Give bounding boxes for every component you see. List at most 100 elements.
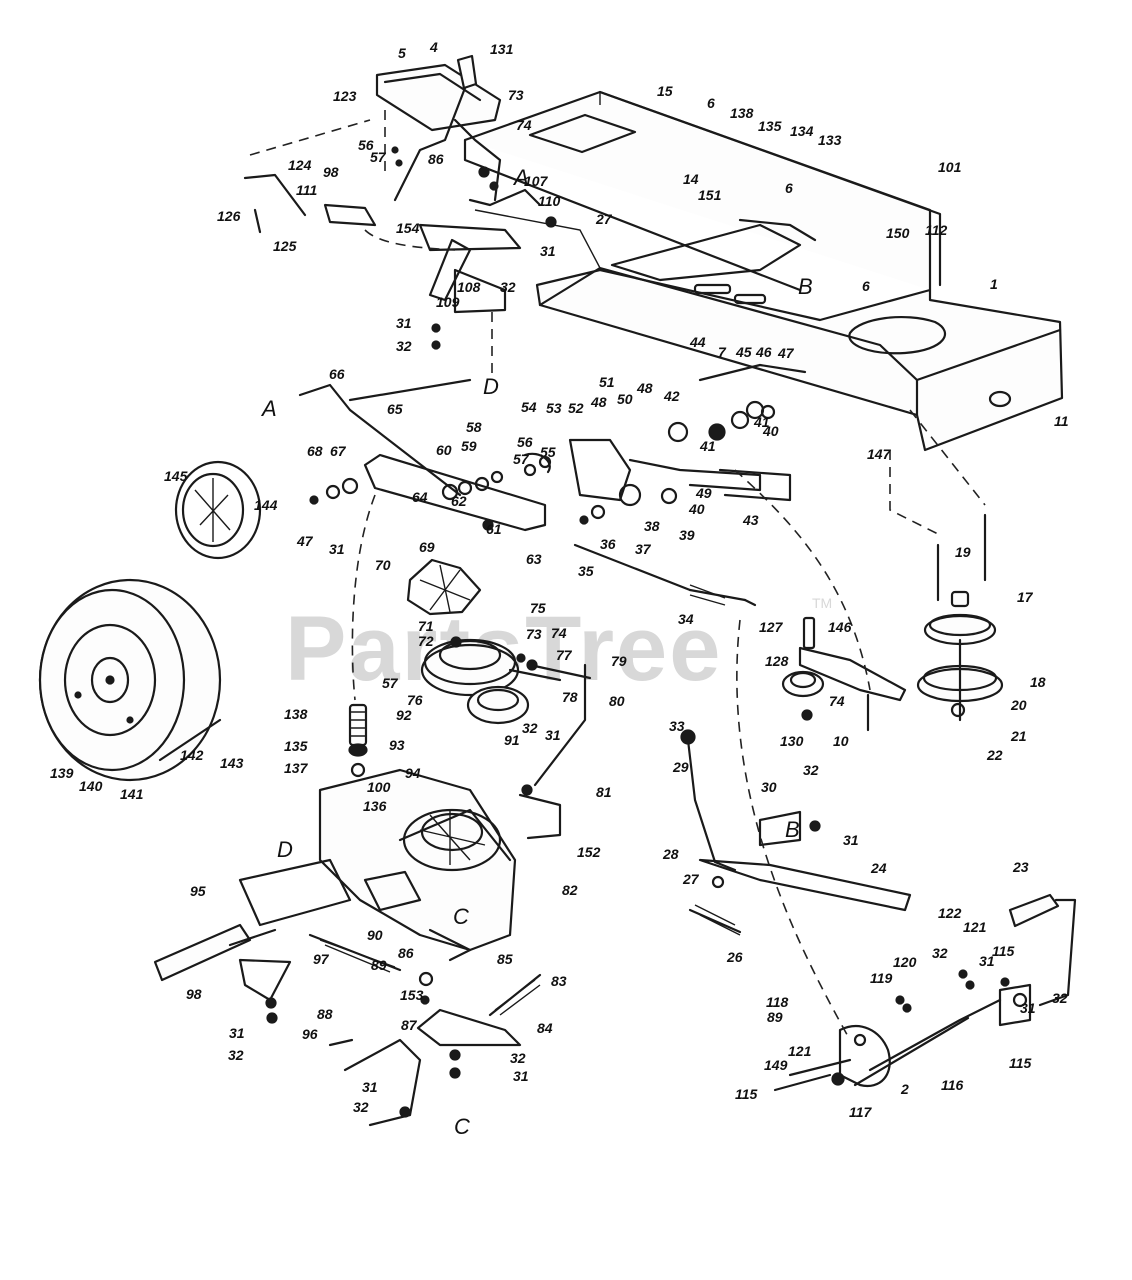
part-callout-115: 115 <box>1009 1055 1032 1071</box>
part-callout-31: 31 <box>979 953 995 969</box>
part-callout-145: 145 <box>164 468 188 484</box>
engine-pulley-assembly <box>781 409 1004 732</box>
part-callout-72: 72 <box>418 633 434 649</box>
reference-letter-C: C <box>453 904 469 929</box>
part-callout-100: 100 <box>367 779 391 795</box>
rear-wheel <box>38 460 262 782</box>
part-callout-39: 39 <box>679 527 695 543</box>
part-callout-40: 40 <box>688 501 705 517</box>
part-callout-41: 41 <box>699 438 716 454</box>
part-callout-46: 46 <box>755 344 772 360</box>
part-callout-32: 32 <box>396 338 412 354</box>
reference-letter-A: A <box>260 396 277 421</box>
part-callout-41: 41 <box>753 414 770 430</box>
part-callout-115: 115 <box>735 1086 758 1102</box>
part-callout-63: 63 <box>526 551 542 567</box>
part-callout-38: 38 <box>644 518 660 534</box>
part-callout-27: 27 <box>595 211 613 227</box>
part-callout-31: 31 <box>540 243 556 259</box>
part-callout-6: 6 <box>785 180 793 196</box>
part-callout-135: 135 <box>758 118 782 134</box>
part-callout-116: 116 <box>941 1077 964 1093</box>
part-callout-150: 150 <box>886 225 910 241</box>
part-callout-76: 76 <box>407 692 423 708</box>
part-callout-138: 138 <box>284 706 308 722</box>
part-callout-98: 98 <box>323 164 339 180</box>
part-callout-141: 141 <box>120 786 144 802</box>
part-callout-147: 147 <box>867 446 892 462</box>
part-callout-120: 120 <box>893 954 917 970</box>
part-callout-32: 32 <box>500 279 516 295</box>
part-callout-47: 47 <box>296 533 314 549</box>
part-callout-86: 86 <box>398 945 414 961</box>
part-callout-74: 74 <box>516 117 532 133</box>
part-callout-154: 154 <box>396 220 420 236</box>
part-callout-101: 101 <box>938 159 962 175</box>
part-callout-81: 81 <box>596 784 612 800</box>
part-callout-28: 28 <box>662 846 679 862</box>
part-callout-115: 115 <box>992 943 1015 959</box>
part-callout-122: 122 <box>938 905 962 921</box>
part-callout-73: 73 <box>508 87 524 103</box>
part-callout-139: 139 <box>50 765 74 781</box>
part-callout-68: 68 <box>307 443 323 459</box>
part-callout-75: 75 <box>530 600 546 616</box>
part-callout-121: 121 <box>788 1043 812 1059</box>
part-callout-60: 60 <box>436 442 452 458</box>
part-callout-70: 70 <box>375 557 391 573</box>
part-callout-36: 36 <box>600 536 616 552</box>
part-callout-137: 137 <box>284 760 309 776</box>
part-callout-62: 62 <box>451 493 467 509</box>
reference-letter-B: B <box>785 817 800 842</box>
part-callout-58: 58 <box>466 419 482 435</box>
part-callout-94: 94 <box>405 765 421 781</box>
part-callout-5: 5 <box>398 45 406 61</box>
part-callout-47: 47 <box>777 345 795 361</box>
transaxle-assembly <box>153 703 562 1127</box>
part-callout-57: 57 <box>382 675 399 691</box>
part-callout-22: 22 <box>986 747 1003 763</box>
part-callout-88: 88 <box>317 1006 333 1022</box>
part-callout-117: 117 <box>849 1104 873 1120</box>
part-callout-33: 33 <box>669 718 685 734</box>
part-callout-69: 69 <box>419 539 435 555</box>
part-callout-10: 10 <box>833 733 849 749</box>
part-callout-45: 45 <box>735 344 752 360</box>
part-callout-54: 54 <box>521 399 537 415</box>
part-callout-43: 43 <box>742 512 759 528</box>
control-arm-assembly <box>298 383 547 532</box>
part-callout-32: 32 <box>803 762 819 778</box>
part-callout-67: 67 <box>330 443 347 459</box>
part-callout-131: 131 <box>490 41 514 57</box>
part-callout-48: 48 <box>590 394 607 410</box>
part-callout-31: 31 <box>362 1079 378 1095</box>
part-callout-29: 29 <box>672 759 689 775</box>
part-callout-61: 61 <box>486 521 502 537</box>
part-callout-91: 91 <box>504 732 520 748</box>
part-callout-48: 48 <box>636 380 653 396</box>
brake-linkage-assembly <box>523 363 807 525</box>
part-callout-133: 133 <box>818 132 842 148</box>
part-callout-89: 89 <box>767 1009 783 1025</box>
reference-letter-D: D <box>483 374 499 399</box>
part-callout-6: 6 <box>862 278 870 294</box>
part-callout-35: 35 <box>578 563 594 579</box>
part-callout-85: 85 <box>497 951 513 967</box>
part-callout-108: 108 <box>457 279 481 295</box>
part-callout-34: 34 <box>678 611 694 627</box>
part-callout-74: 74 <box>829 693 845 709</box>
part-callout-89: 89 <box>371 957 387 973</box>
part-callout-14: 14 <box>683 171 699 187</box>
part-callout-123: 123 <box>333 88 357 104</box>
part-callout-96: 96 <box>302 1026 318 1042</box>
frame-assembly <box>463 90 1064 452</box>
part-callout-31: 31 <box>545 727 561 743</box>
part-callout-98: 98 <box>186 986 202 1002</box>
part-callout-31: 31 <box>329 541 345 557</box>
part-callout-151: 151 <box>698 187 722 203</box>
part-callout-83: 83 <box>551 973 567 989</box>
part-callout-152: 152 <box>577 844 601 860</box>
part-callout-146: 146 <box>828 619 852 635</box>
